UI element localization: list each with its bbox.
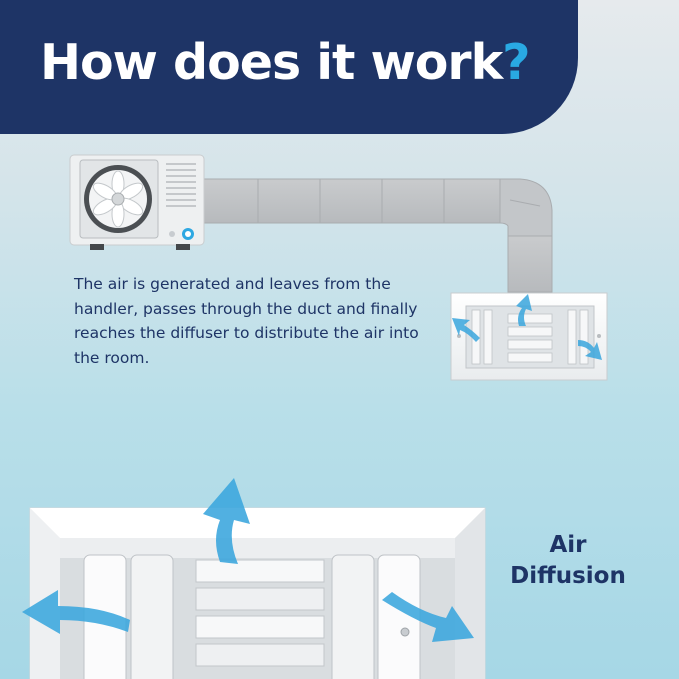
vent-slats [166,163,196,207]
air-diffusion-line-1: Air [549,532,587,558]
airflow-arrow-icon [452,294,602,360]
fan-icon [84,165,152,233]
ac-unit-icon [69,154,205,250]
page-title: How does it work? [40,34,531,91]
title-banner: How does it work? [0,0,578,134]
large-diffuser-icon [29,507,486,679]
description-text: The air is generated and leaves from the… [74,275,419,367]
large-airflow-arrows [22,478,474,642]
question-mark: ? [502,34,530,91]
air-diffusion-label: Air Diffusion [496,530,640,592]
duct-icon [195,178,553,293]
air-diffusion-line-2: Diffusion [510,563,626,589]
